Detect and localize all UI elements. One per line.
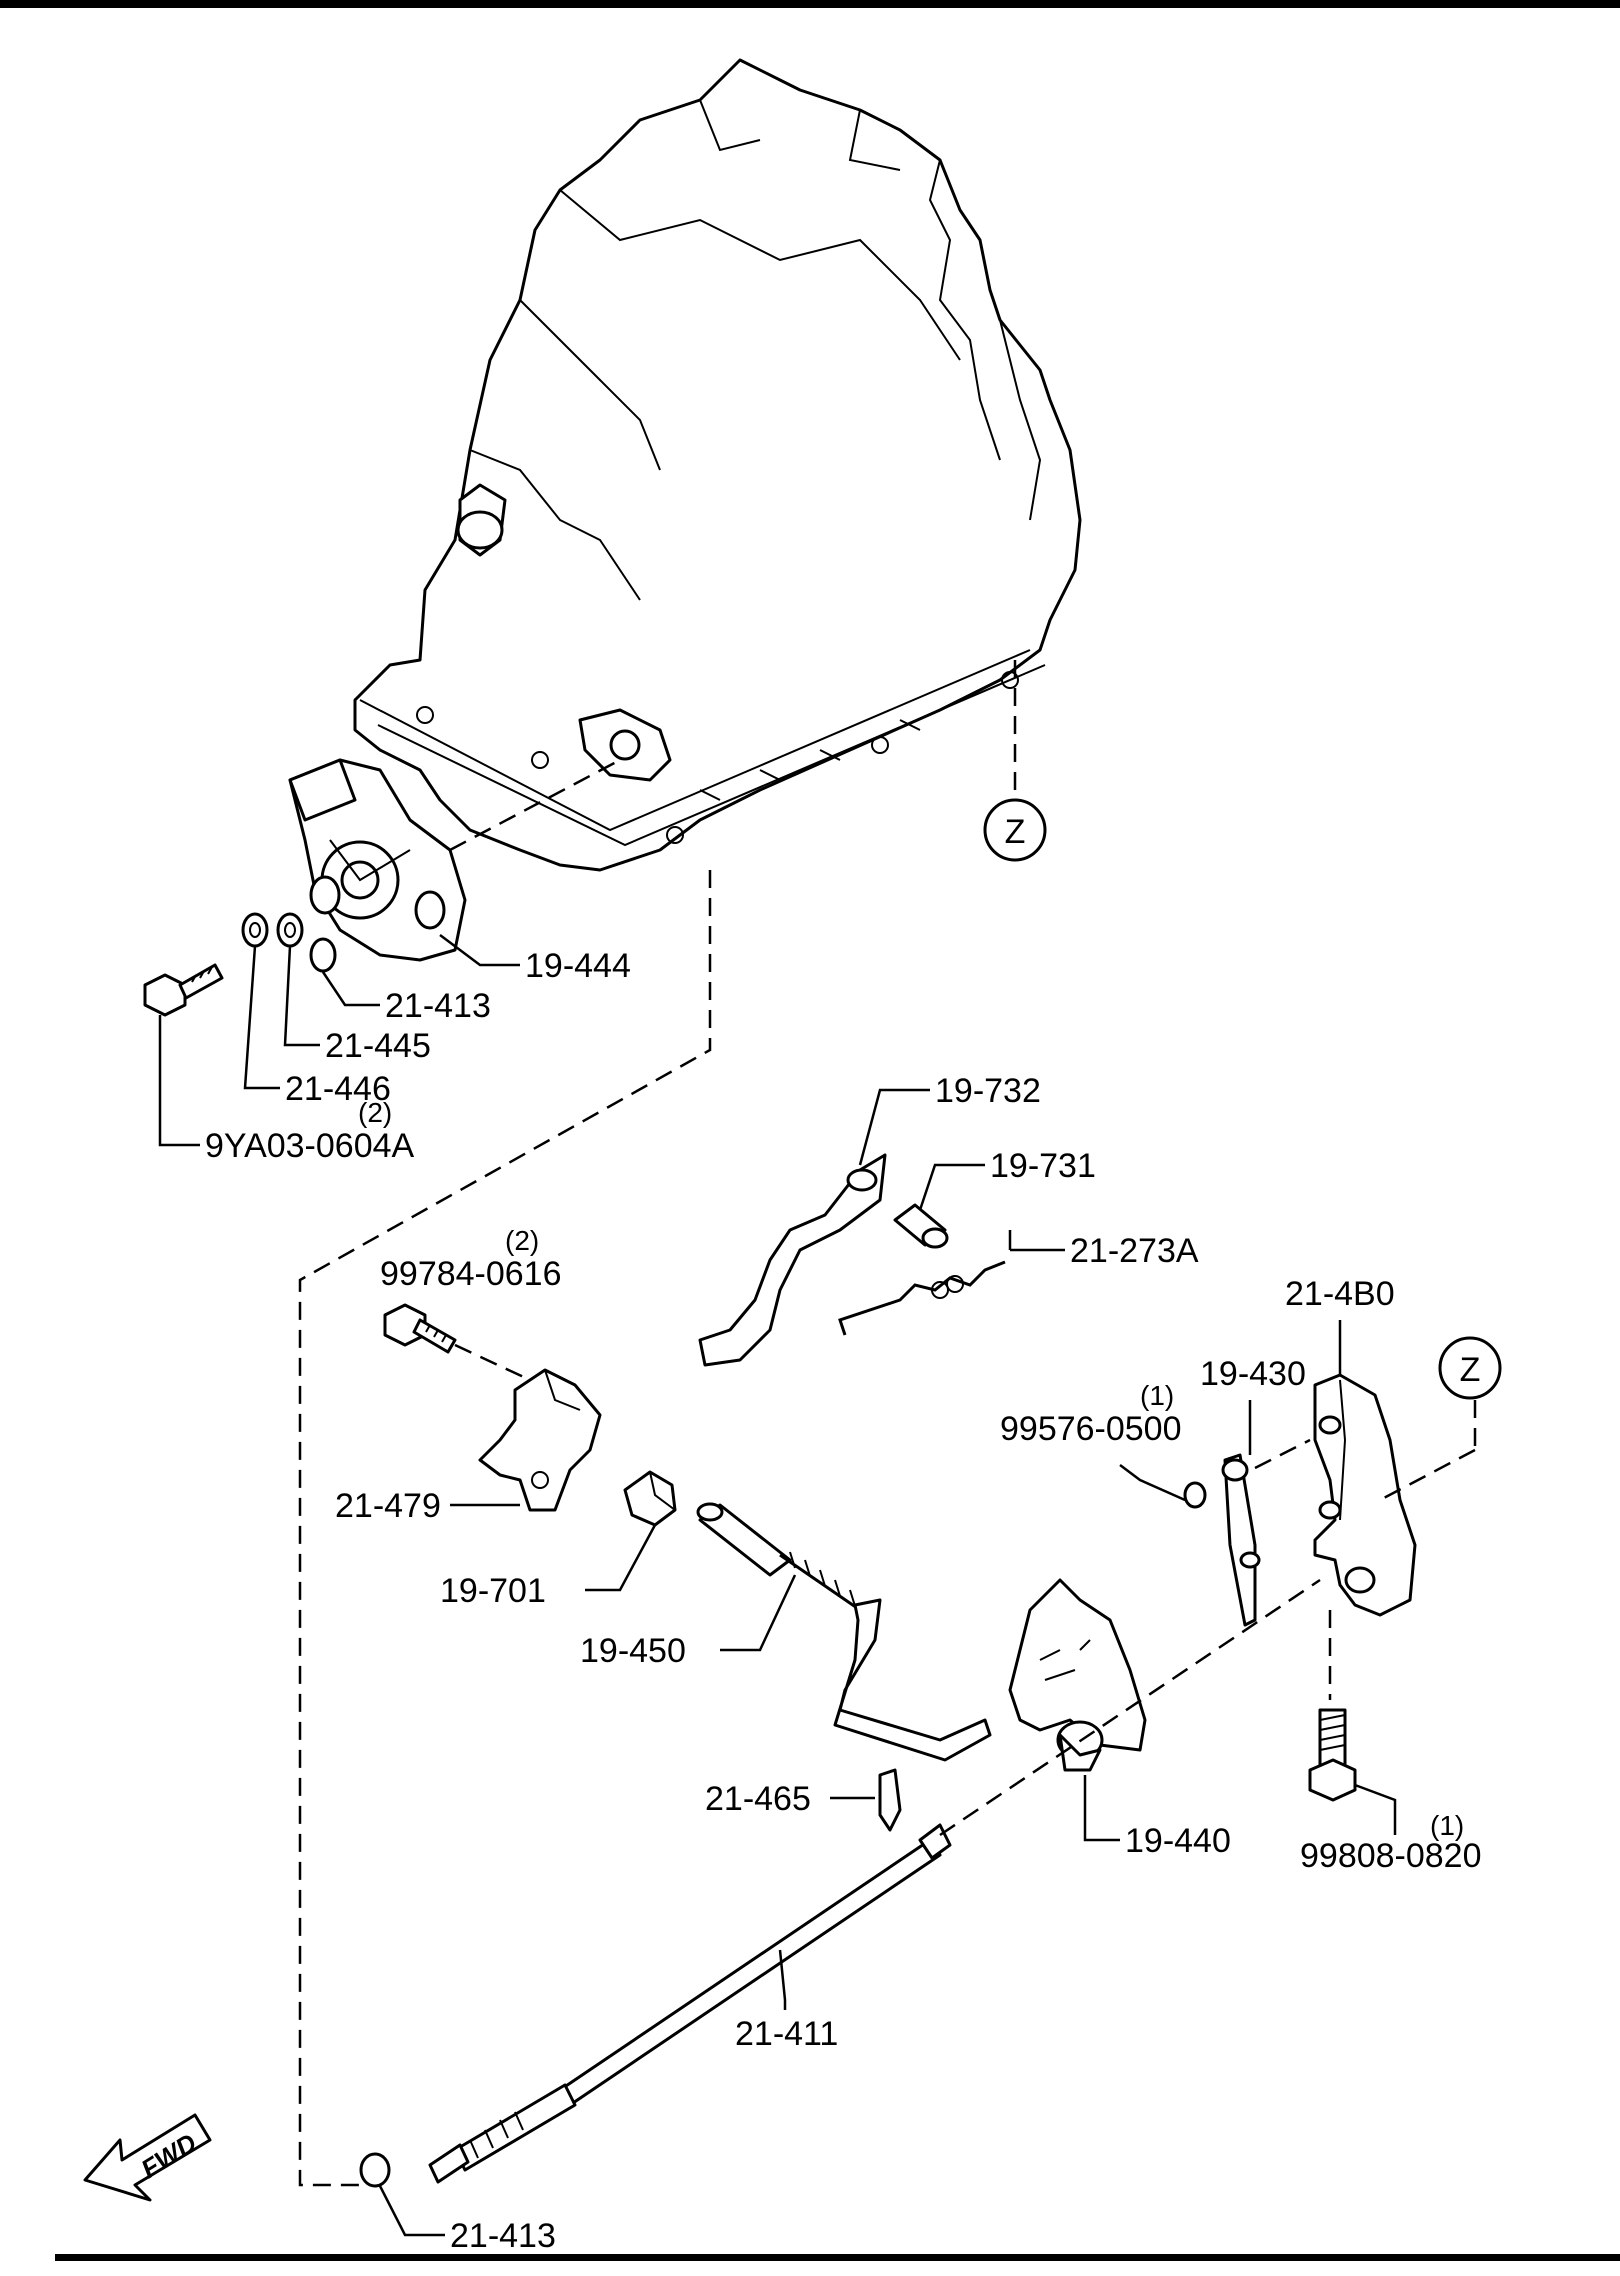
callout-99576: 99576-0500 bbox=[1000, 1410, 1182, 1448]
washer-21-446 bbox=[241, 912, 269, 948]
manual-lever-19-732 bbox=[698, 1153, 887, 1367]
leader-19-430-dash bbox=[1254, 1438, 1311, 1470]
leader-21-273a bbox=[1008, 1230, 1065, 1252]
callout-19-440: 19-440 bbox=[1125, 1822, 1231, 1860]
o-ring-21-413-bottom bbox=[359, 2152, 391, 2188]
leader-19-731 bbox=[918, 1163, 985, 1211]
bolt-9ya03 bbox=[143, 963, 224, 1017]
callout-99784: 99784-0616 bbox=[380, 1255, 562, 1293]
callout-21-4b0: 21-4B0 bbox=[1285, 1275, 1395, 1313]
bracket-21-4b0 bbox=[1313, 1373, 1417, 1617]
reference-z-top-label: Z bbox=[1005, 813, 1026, 851]
rod-19-450 bbox=[696, 1502, 992, 1762]
o-ring-21-413-top bbox=[309, 937, 337, 973]
inhibitor-switch-part bbox=[288, 758, 467, 962]
leader-19-440 bbox=[1083, 1775, 1120, 1842]
qty-99784: (2) bbox=[505, 1225, 539, 1256]
dashed-axis-21-4b0 bbox=[1379, 1448, 1476, 1502]
callout-21-413-top: 21-413 bbox=[385, 987, 491, 1025]
reference-z-right-label: Z bbox=[1460, 1351, 1481, 1389]
leader-21-411 bbox=[778, 1949, 787, 2010]
leader-9ya03 bbox=[158, 1015, 200, 1147]
callout-9ya03: 9YA03-0604A bbox=[205, 1127, 415, 1165]
reference-z-top: Z bbox=[983, 660, 1047, 862]
callout-21-446: 21-446 bbox=[285, 1070, 391, 1108]
callout-19-731: 19-731 bbox=[990, 1147, 1096, 1185]
callout-21-411: 21-411 bbox=[735, 2015, 838, 2053]
leader-19-732 bbox=[858, 1088, 930, 1166]
transmission-case bbox=[353, 58, 1082, 872]
dashed-boundary bbox=[298, 870, 712, 2187]
top-border bbox=[0, 0, 1620, 8]
callout-19-732: 19-732 bbox=[935, 1072, 1041, 1110]
leader-19-701 bbox=[585, 1524, 657, 1592]
leader-21-446 bbox=[243, 945, 280, 1090]
leader-99808 bbox=[1354, 1783, 1397, 1835]
bolt-99808 bbox=[1308, 1610, 1357, 1802]
callout-19-444: 19-444 bbox=[525, 947, 631, 985]
callout-21-479: 21-479 bbox=[335, 1487, 441, 1525]
callout-99808: 99808-0820 bbox=[1300, 1837, 1482, 1875]
fwd-direction-arrow: FWD bbox=[83, 2113, 212, 2202]
leader-19-450 bbox=[720, 1574, 797, 1652]
callout-19-450: 19-450 bbox=[580, 1632, 686, 1670]
link-19-430 bbox=[1221, 1453, 1261, 1627]
nut-19-701 bbox=[623, 1470, 677, 1527]
qty-9ya03: (2) bbox=[358, 1097, 392, 1128]
shaft-21-411 bbox=[428, 1823, 952, 2184]
leader-19-444 bbox=[439, 934, 520, 967]
leader-21-413-bottom bbox=[378, 2185, 445, 2237]
dashed-axis-shaft bbox=[939, 1578, 1321, 1837]
leader-switch-case bbox=[449, 758, 621, 852]
leader-21-413-top bbox=[321, 971, 380, 1007]
leader-99576 bbox=[1119, 1464, 1186, 1502]
pin-21-465 bbox=[878, 1768, 902, 1832]
bolt-99784 bbox=[383, 1303, 457, 1354]
detent-plate-19-440 bbox=[1008, 1578, 1147, 1772]
callout-21-465: 21-465 bbox=[705, 1780, 811, 1818]
qty-99808: (1) bbox=[1430, 1810, 1464, 1841]
leader-21-445 bbox=[283, 945, 320, 1047]
qty-99576: (1) bbox=[1140, 1380, 1174, 1411]
callout-19-701: 19-701 bbox=[440, 1572, 546, 1610]
reference-z-right: Z bbox=[1438, 1336, 1502, 1450]
leader-99784-dash bbox=[454, 1343, 531, 1382]
clip-99576 bbox=[1183, 1481, 1207, 1509]
callout-21-273a: 21-273A bbox=[1070, 1232, 1199, 1270]
bottom-border bbox=[55, 2254, 1620, 2261]
washer-21-445 bbox=[276, 912, 304, 948]
callout-19-430: 19-430 bbox=[1200, 1355, 1306, 1393]
bracket-21-479 bbox=[478, 1368, 602, 1512]
callout-21-413-bottom: 21-413 bbox=[450, 2217, 556, 2255]
pin-19-731 bbox=[893, 1203, 949, 1249]
spring-21-273a bbox=[838, 1260, 1006, 1336]
callout-21-445: 21-445 bbox=[325, 1027, 431, 1065]
